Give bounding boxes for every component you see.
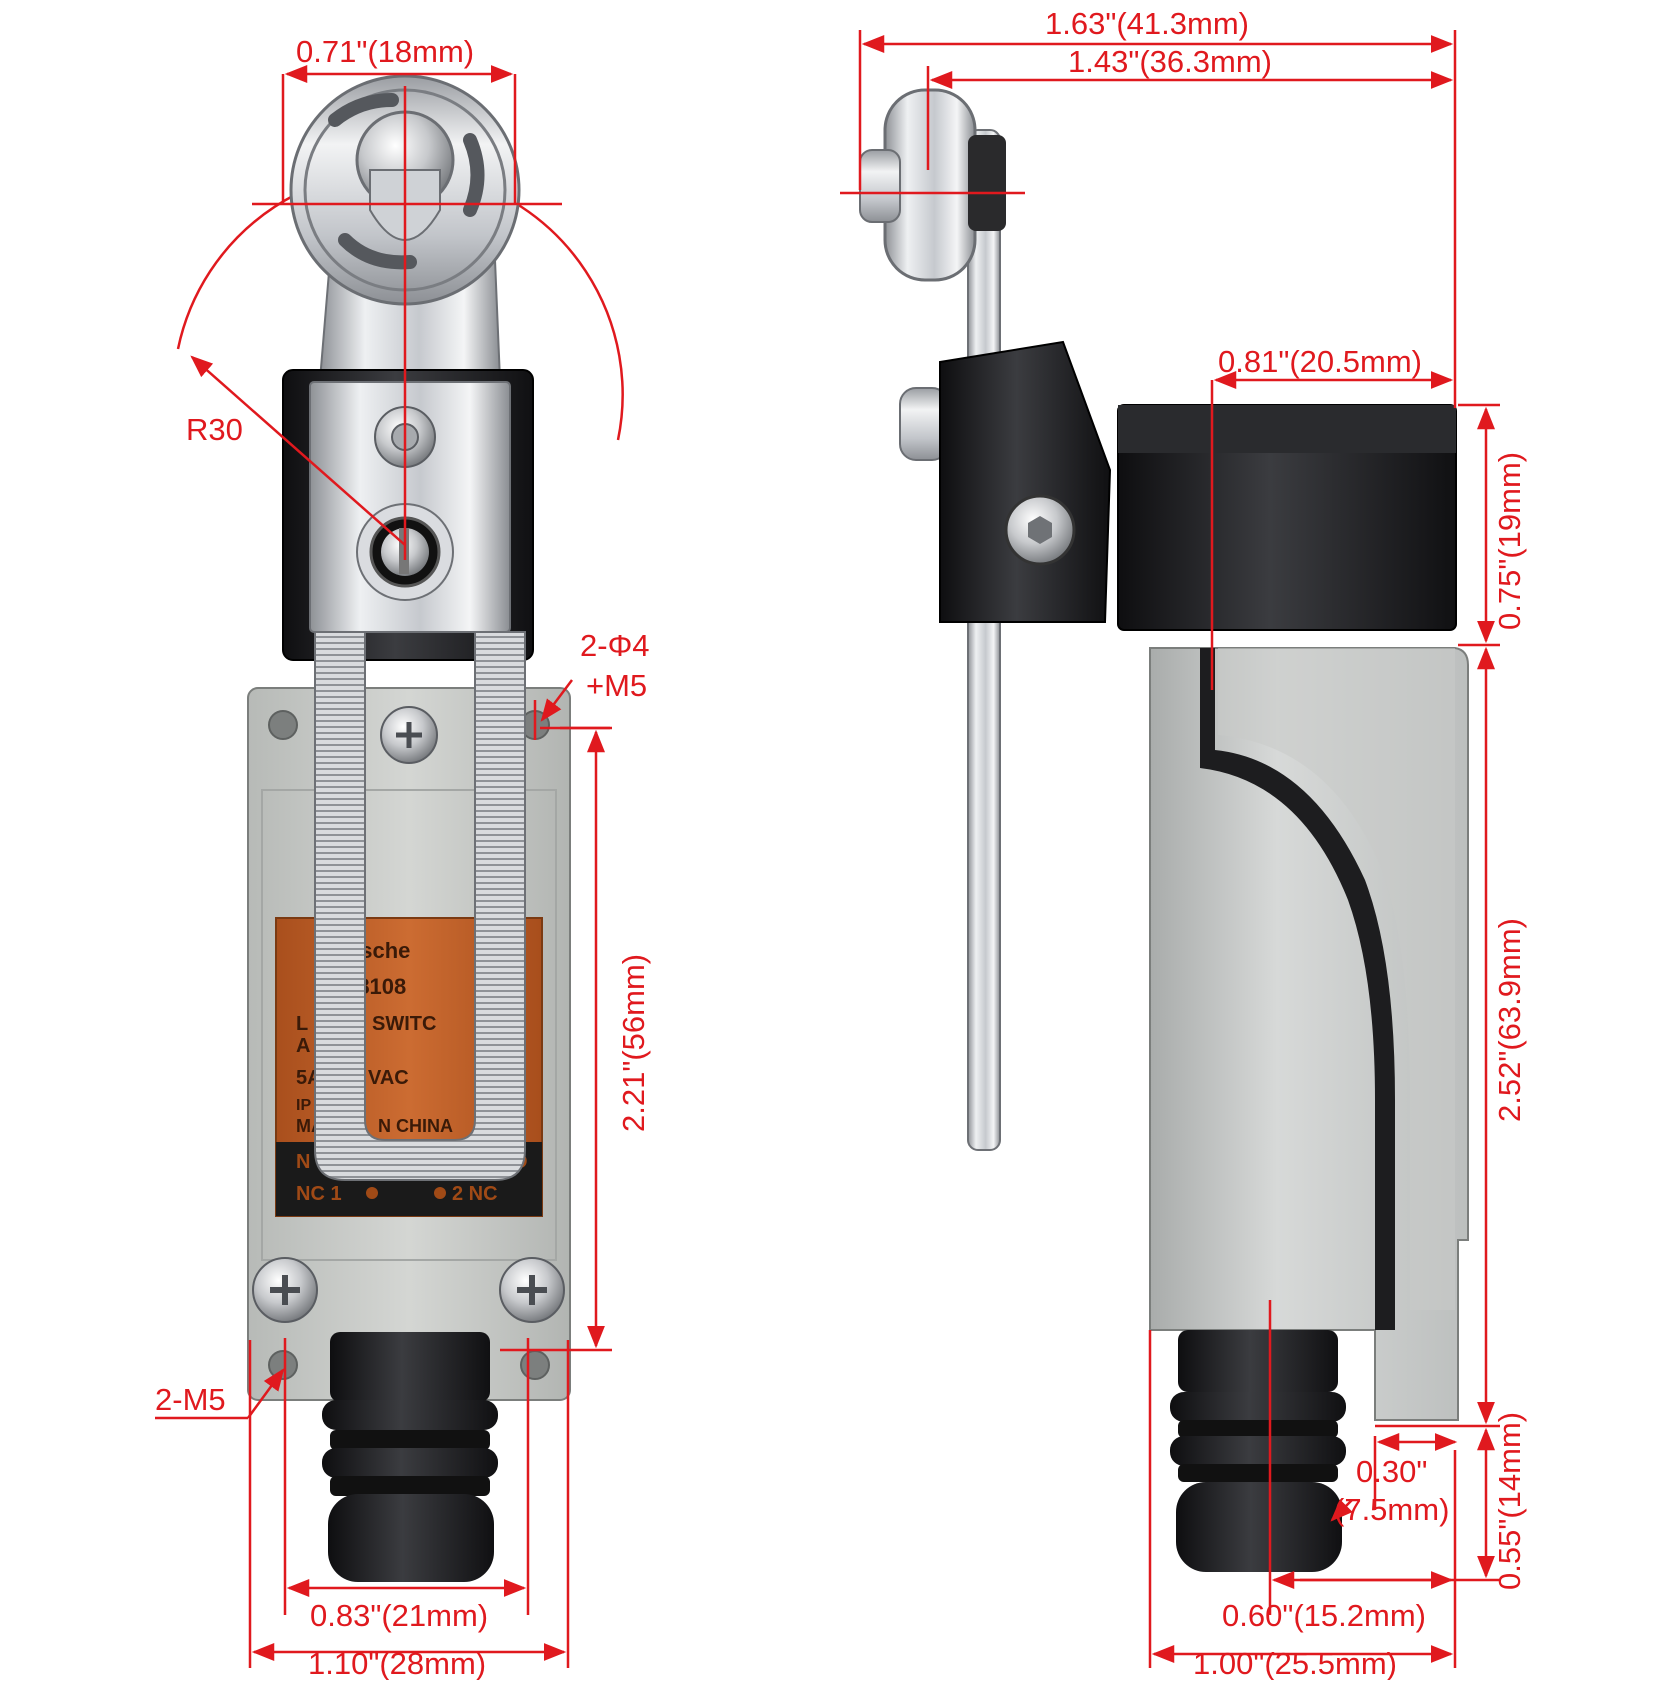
dim-mount-hole: 2-Φ4 <box>580 628 650 663</box>
dim-boot-height: 0.55"(14mm) <box>1492 1412 1527 1590</box>
side-rubber-boot <box>1170 1330 1346 1572</box>
dim-roller-width: 0.71"(18mm) <box>296 34 474 69</box>
label-type-l: L <box>296 1013 308 1035</box>
dim-mount-thread: +M5 <box>586 668 647 703</box>
dim-hole-spacing: 0.83"(21mm) <box>310 1598 488 1633</box>
front-rubber-boot <box>322 1332 498 1582</box>
front-dimension-lines <box>155 65 612 1668</box>
dim-body-depth: 1.00"(25.5mm) <box>1193 1646 1397 1680</box>
dim-body-height: 2.21"(56mm) <box>616 954 651 1132</box>
side-view: 1.63"(41.3mm) 1.43"(36.3mm) 0.81"(20.5mm… <box>840 6 1527 1681</box>
front-view: esche -8108 L SWITC A € 5A VAC IP MA N C… <box>155 34 651 1681</box>
label-terminal-right: 2 NC <box>452 1183 498 1205</box>
side-lever-bar <box>967 129 1001 1151</box>
label-rating-suffix: VAC <box>368 1067 409 1089</box>
mount-hole-bottom-right <box>520 1350 550 1380</box>
dim-head-height: 0.75"(19mm) <box>1492 452 1527 630</box>
label-type: SWITC <box>372 1013 436 1035</box>
side-curve-strip <box>1200 648 1395 1330</box>
label-line-a: A <box>296 1035 310 1057</box>
label-made-suffix: N CHINA <box>378 1116 453 1136</box>
label-terminal-n: N <box>296 1151 310 1173</box>
label-terminal-left: NC 1 <box>296 1183 342 1205</box>
dim-head-depth: 0.81"(20.5mm) <box>1218 344 1422 379</box>
label-ip: IP <box>296 1097 311 1114</box>
mount-hole-top-left <box>268 710 298 740</box>
dim-bottom-thread: 2-M5 <box>155 1382 226 1417</box>
side-pivot-block <box>939 340 1112 623</box>
dim-base-width: 1.10"(28mm) <box>308 1646 486 1680</box>
dim-lever-reach: 1.43"(36.3mm) <box>1068 44 1272 79</box>
bottom-screw-left <box>252 1257 318 1323</box>
dim-radius: R30 <box>186 412 243 447</box>
dim-overall-width: 1.63"(41.3mm) <box>1045 6 1249 41</box>
mount-hole-bottom-left <box>268 1350 298 1380</box>
dim-offset-mm: (7.5mm) <box>1334 1492 1449 1527</box>
side-dimension-lines <box>840 30 1500 1668</box>
dim-housing-height: 2.52"(63.9mm) <box>1492 918 1527 1122</box>
dim-offset-in: 0.30" <box>1356 1454 1427 1489</box>
dim-boot-offset: 0.60"(15.2mm) <box>1222 1598 1426 1633</box>
bottom-screw-right <box>499 1257 565 1323</box>
adjustable-lever-strip <box>314 631 526 1181</box>
